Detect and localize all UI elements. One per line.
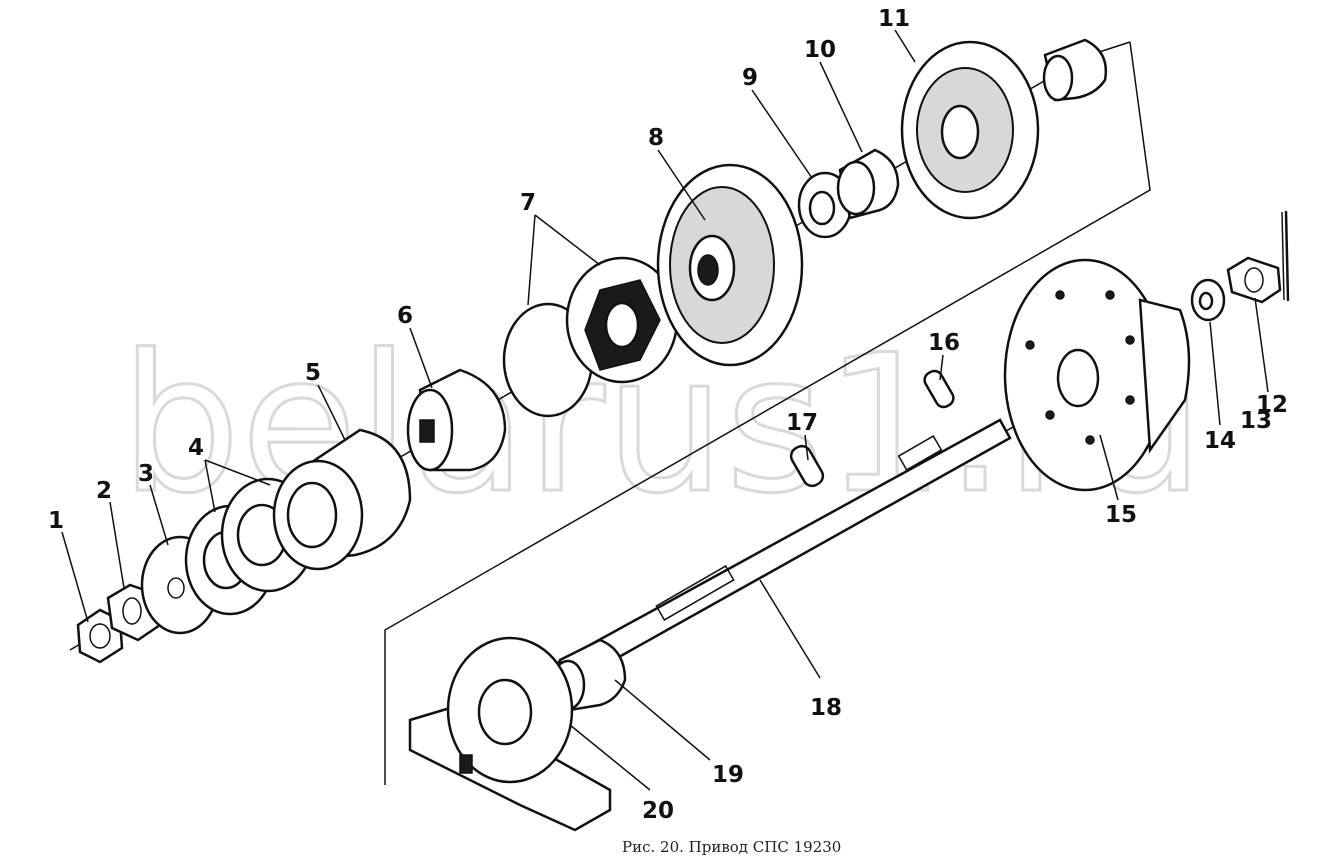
callout-13: 13 bbox=[1240, 408, 1272, 434]
part-17-key bbox=[789, 444, 825, 488]
callout-20: 20 bbox=[642, 798, 674, 824]
part-7-differential bbox=[502, 256, 679, 418]
part-10-bushing bbox=[836, 148, 900, 220]
figure-caption: Рис. 20. Привод СПС 19230 bbox=[622, 838, 841, 856]
callout-17: 17 bbox=[786, 410, 818, 436]
callout-8: 8 bbox=[648, 125, 664, 151]
callout-3: 3 bbox=[138, 461, 154, 487]
callout-6: 6 bbox=[397, 303, 413, 329]
top-bushing bbox=[1042, 38, 1108, 102]
part-12-cotter-pin bbox=[1281, 210, 1290, 302]
callout-12: 12 bbox=[1256, 392, 1288, 418]
callout-19: 19 bbox=[712, 762, 744, 788]
part-14-washer bbox=[1190, 278, 1226, 322]
callout-7: 7 bbox=[520, 190, 536, 216]
part-13-castle-nut bbox=[1226, 256, 1282, 304]
part-6-hub bbox=[406, 368, 507, 472]
callout-18: 18 bbox=[810, 695, 842, 721]
part-16-key bbox=[923, 369, 955, 409]
callout-1: 1 bbox=[48, 508, 64, 534]
callout-9: 9 bbox=[742, 65, 758, 91]
part-15-flange bbox=[1003, 258, 1191, 492]
callout-15: 15 bbox=[1105, 502, 1137, 528]
part-8-sprocket bbox=[656, 163, 804, 367]
callout-2: 2 bbox=[96, 478, 112, 504]
callout-16: 16 bbox=[928, 330, 960, 356]
part-11-sprocket bbox=[900, 40, 1040, 220]
callout-10: 10 bbox=[804, 37, 836, 63]
callout-5: 5 bbox=[305, 360, 321, 386]
part-20-pillow-block bbox=[408, 636, 612, 832]
callout-4: 4 bbox=[188, 435, 204, 461]
part-5-housing bbox=[272, 428, 412, 571]
callout-labels: 1 2 3 4 5 6 7 8 9 10 11 12 13 14 15 16 1… bbox=[48, 6, 1288, 824]
callout-11: 11 bbox=[878, 6, 910, 32]
callout-14: 14 bbox=[1204, 428, 1236, 454]
leader-lines bbox=[61, 29, 1269, 791]
